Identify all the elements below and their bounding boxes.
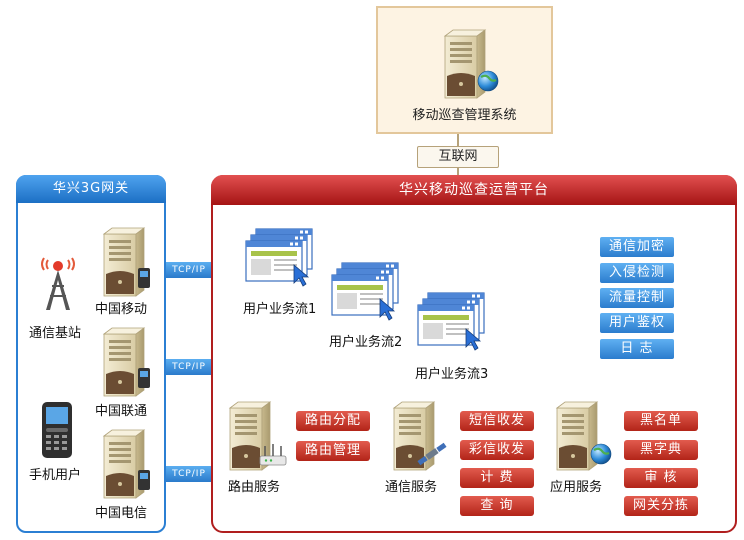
application-service-label: 应用服务	[550, 480, 603, 495]
gateway-node-label: 中国电信	[95, 506, 148, 521]
function-mms: 彩信收发	[460, 440, 534, 460]
function-route-allocation: 路由分配	[296, 411, 370, 431]
internet-label: 互联网	[417, 146, 499, 168]
server-icon	[103, 327, 150, 397]
routing-server-icon	[229, 401, 287, 471]
tcpip-link-label: TCP/IP	[166, 359, 212, 375]
business-flow-icon	[245, 228, 313, 287]
management-server-icon	[444, 29, 499, 99]
business-flow-label: 用户业务流1	[243, 302, 317, 317]
function-billing: 计 费	[460, 468, 534, 488]
function-review: 审 核	[624, 468, 698, 488]
connector-line	[457, 168, 459, 176]
function-route-management: 路由管理	[296, 441, 370, 461]
tcpip-link-label: TCP/IP	[166, 262, 212, 278]
gateway-node-label: 中国移动	[95, 302, 148, 317]
function-intrusion-detection: 入侵检测	[600, 263, 674, 283]
routing-service-label: 路由服务	[228, 480, 281, 495]
mobile-user-label: 手机用户	[29, 468, 82, 483]
server-icon	[103, 227, 150, 297]
function-gateway-sorting: 网关分拣	[624, 496, 698, 516]
mobile-phone-icon	[42, 402, 72, 458]
management-system-label: 移动巡查管理系统	[412, 108, 517, 123]
function-black-dictionary: 黑字典	[624, 440, 698, 460]
communication-service-label: 通信服务	[385, 480, 438, 495]
function-sms: 短信收发	[460, 411, 534, 431]
function-blacklist: 黑名单	[624, 411, 698, 431]
business-flow-icon	[417, 292, 485, 351]
function-query: 查 询	[460, 496, 534, 516]
function-user-auth: 用户鉴权	[600, 313, 674, 333]
business-flow-label: 用户业务流2	[329, 335, 403, 350]
tcpip-link-label: TCP/IP	[166, 466, 212, 482]
function-traffic-control: 流量控制	[600, 288, 674, 308]
connector-line	[457, 134, 459, 146]
business-flow-icon	[331, 262, 399, 321]
function-log: 日 志	[600, 339, 674, 359]
application-server-icon	[556, 401, 612, 471]
base-station-label: 通信基站	[29, 326, 82, 341]
function-encryption: 通信加密	[600, 237, 674, 257]
gateway-node-label: 中国联通	[95, 404, 148, 419]
communication-server-icon	[393, 401, 447, 471]
server-icon	[103, 429, 150, 499]
platform-title: 华兴移动巡查运营平台	[211, 175, 737, 205]
gateway-title: 华兴3G网关	[16, 175, 166, 203]
business-flow-label: 用户业务流3	[415, 367, 489, 382]
base-station-icon	[41, 257, 75, 310]
